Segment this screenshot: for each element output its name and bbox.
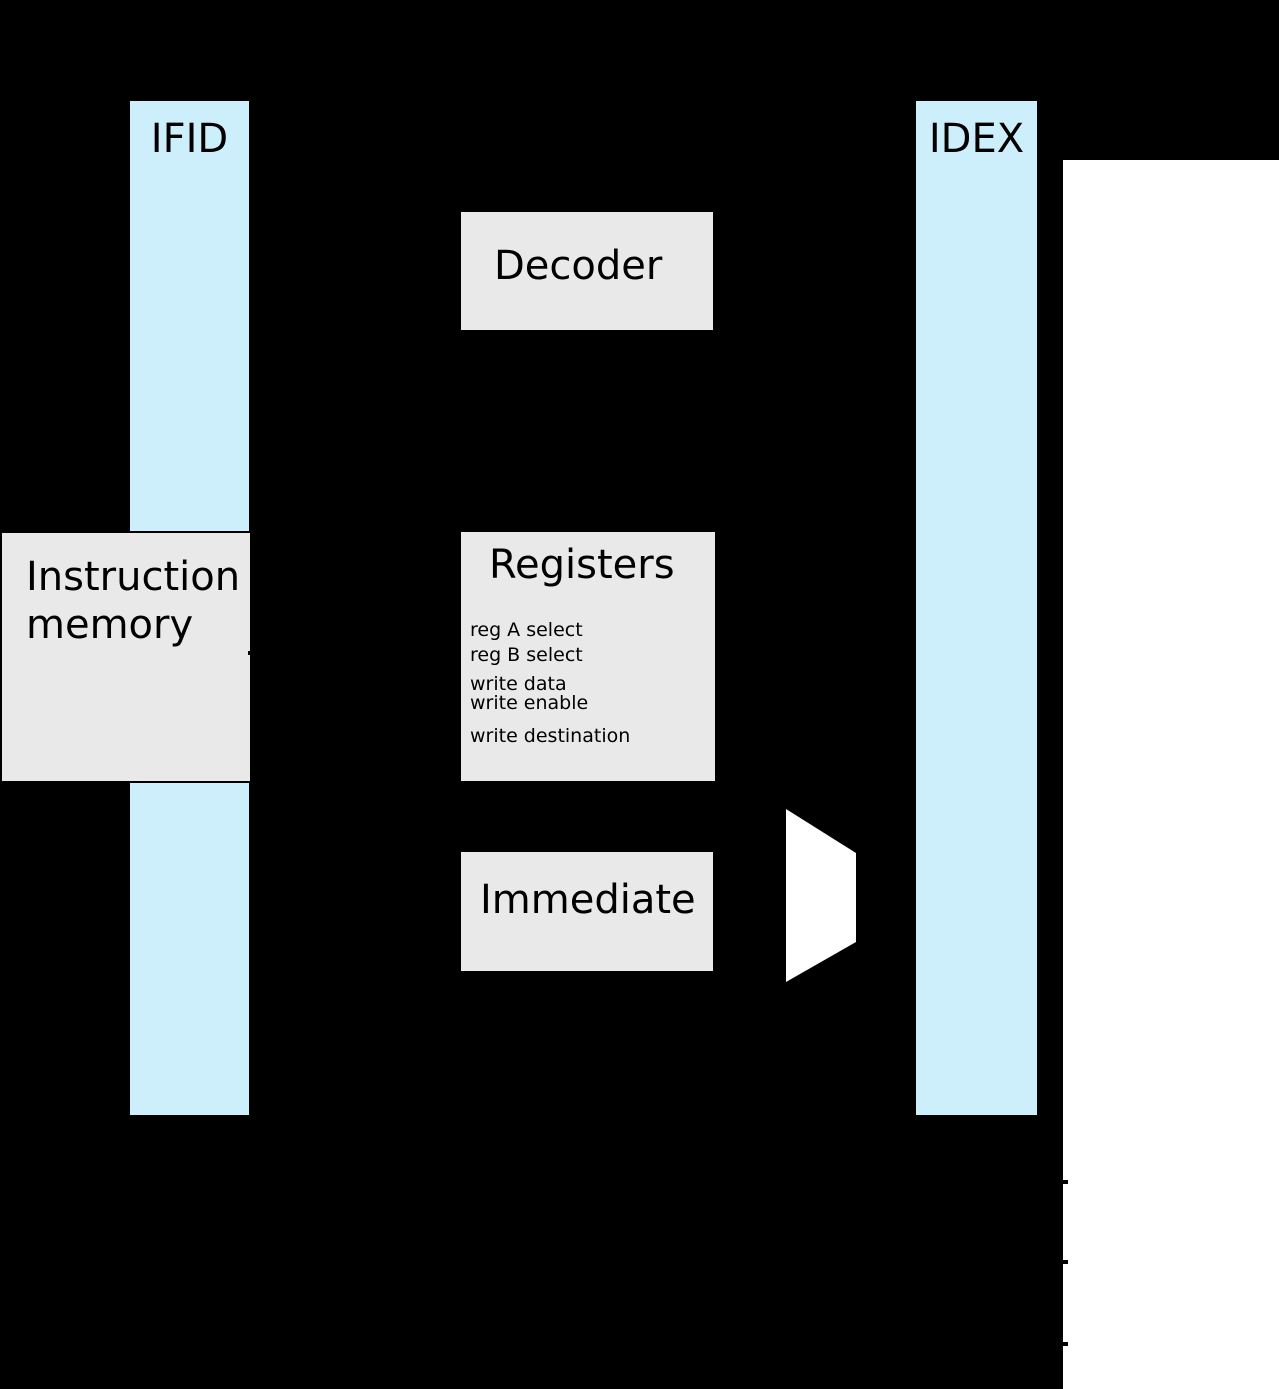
port-write-destination: write destination <box>470 725 631 747</box>
decoder-block: Decoder <box>459 210 715 332</box>
immediate-label: Immediate <box>480 877 696 923</box>
decoder-label: Decoder <box>494 243 663 289</box>
ifid-label: IFID <box>150 116 229 162</box>
port-reg-a-select: reg A select <box>470 619 583 641</box>
instruction-memory-block: Instruction memory <box>0 531 252 783</box>
instruction-memory-label: Instruction memory <box>26 553 240 649</box>
wire-stub <box>1062 1342 1068 1346</box>
registers-label: Registers <box>489 542 675 588</box>
immediate-block: Immediate <box>459 850 715 973</box>
pipeline-register-idex: IDEX <box>914 99 1039 1117</box>
instruction-memory-output-port <box>248 651 253 655</box>
right-stage-panel <box>1063 160 1279 1389</box>
registers-block: Registers reg A select reg B select writ… <box>459 530 717 783</box>
instruction-memory-label-line2: memory <box>26 602 194 648</box>
wire-stub <box>1062 1180 1068 1184</box>
idex-label: IDEX <box>928 116 1025 162</box>
port-reg-b-select: reg B select <box>470 644 583 666</box>
mux-shape <box>786 809 856 982</box>
instruction-memory-label-line1: Instruction <box>26 554 241 600</box>
port-write-data: write data <box>470 673 567 695</box>
mux-trapezoid <box>786 809 856 982</box>
wire-stub <box>1062 1260 1068 1264</box>
port-write-enable: write enable <box>470 692 589 714</box>
